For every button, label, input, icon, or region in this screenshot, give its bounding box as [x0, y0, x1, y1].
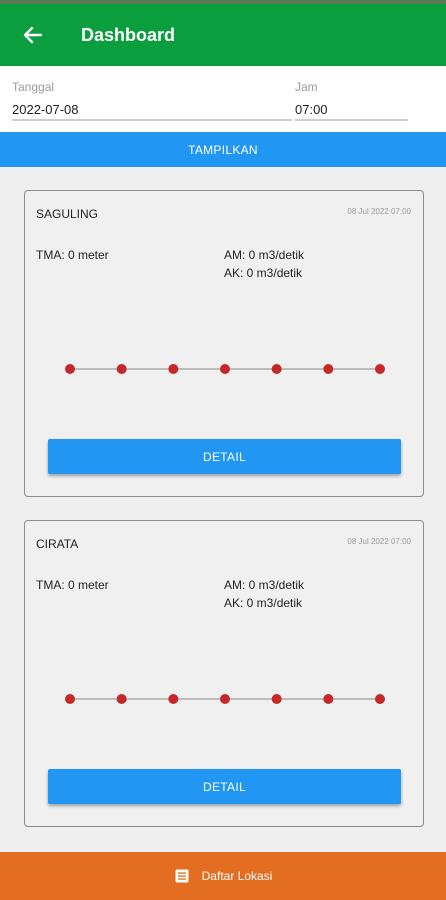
data-point [220, 694, 230, 704]
card-line-chart [65, 694, 385, 704]
app-bar: Dashboard [0, 4, 446, 66]
time-input[interactable]: 07:00 [295, 102, 328, 117]
card-title: SAGULING [36, 207, 99, 221]
data-point [220, 364, 230, 374]
ak-value: AK: 0 m3/detik [224, 596, 303, 610]
data-point [375, 364, 385, 374]
location-card-cirata: CIRATA 08 Jul 2022 07:00 TMA: 0 meter AM… [24, 520, 424, 827]
tma-value: TMA: 0 meter [36, 248, 109, 262]
location-card-saguling: SAGULING 08 Jul 2022 07:00 TMA: 0 meter … [24, 190, 424, 497]
data-point [65, 364, 75, 374]
data-point [323, 694, 334, 704]
data-point [116, 694, 127, 704]
data-point [271, 364, 282, 374]
card-timestamp: 08 Jul 2022 07:00 [347, 537, 411, 546]
data-point [116, 364, 127, 374]
data-point [168, 364, 179, 374]
card-timestamp: 08 Jul 2022 07:00 [347, 207, 411, 216]
show-button[interactable]: TAMPILKAN [0, 132, 446, 167]
data-point [323, 364, 334, 374]
arrow-left-icon [23, 26, 43, 44]
status-bar [0, 0, 446, 4]
tma-value: TMA: 0 meter [36, 578, 109, 592]
am-value: AM: 0 m3/detik [224, 248, 305, 262]
date-underline [12, 119, 292, 121]
card-title: CIRATA [36, 537, 79, 551]
time-label: Jam [295, 80, 318, 94]
data-point [375, 694, 385, 704]
data-point [271, 694, 282, 704]
list-icon [174, 868, 190, 884]
ak-value: AK: 0 m3/detik [224, 266, 303, 280]
data-point [65, 694, 75, 704]
am-value: AM: 0 m3/detik [224, 578, 305, 592]
date-label: Tanggal [12, 80, 55, 94]
detail-button[interactable]: DETAIL [48, 439, 401, 474]
time-underline [295, 119, 408, 121]
data-point [168, 694, 179, 704]
detail-button[interactable]: DETAIL [48, 769, 401, 804]
date-input[interactable]: 2022-07-08 [12, 102, 79, 117]
page-title: Dashboard [81, 24, 176, 45]
location-list-label: Daftar Lokasi [201, 869, 273, 883]
back-button[interactable] [16, 18, 50, 52]
card-line-chart [65, 364, 385, 374]
filter-form: Tanggal 2022-07-08 Jam 07:00 [0, 66, 446, 132]
location-list-button[interactable]: Daftar Lokasi [0, 852, 446, 900]
